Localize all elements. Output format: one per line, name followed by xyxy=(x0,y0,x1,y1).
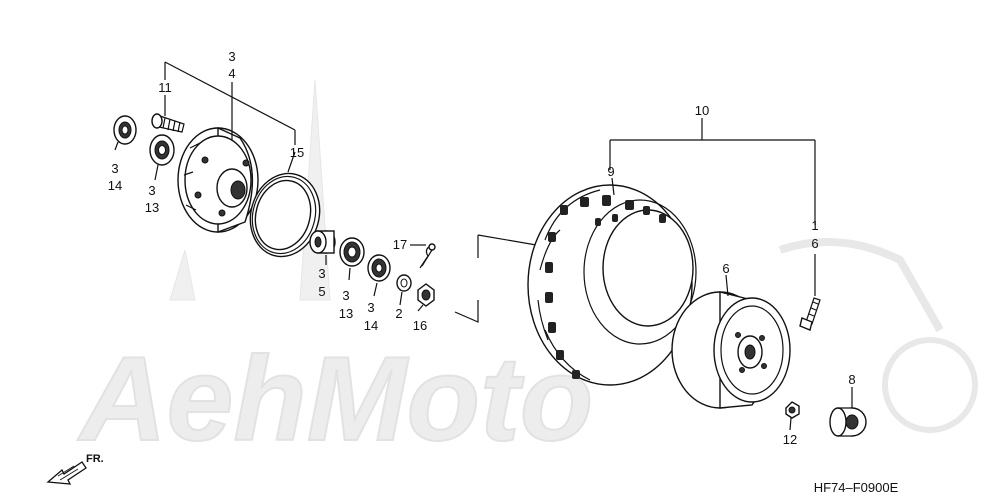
part-castle-nut-16 xyxy=(417,283,435,307)
part-tire-9 xyxy=(527,184,697,386)
callout-8: 8 xyxy=(848,372,855,387)
watermark-text: AehMoto xyxy=(77,332,593,466)
callout-16: 16 xyxy=(413,318,427,333)
leader-group-3-4 xyxy=(164,61,296,131)
callout-10: 10 xyxy=(695,103,709,118)
part-collar-5 xyxy=(309,230,336,254)
callout-3-c: 3 xyxy=(367,300,374,315)
callout-6-wheel: 6 xyxy=(722,261,729,276)
front-direction-arrow: FR. xyxy=(46,453,104,485)
part-bolt-11 xyxy=(151,113,185,133)
callout-13-left: 13 xyxy=(145,200,159,215)
callout-12: 12 xyxy=(783,432,797,447)
callout-3-left-b: 3 xyxy=(148,183,155,198)
part-bearing-left-outer xyxy=(113,115,137,145)
part-bearing-13 xyxy=(339,237,365,267)
callout-13-b: 13 xyxy=(339,306,353,321)
callout-14-b: 14 xyxy=(364,318,378,333)
part-seal-15 xyxy=(249,172,321,258)
callout-3-top: 3 xyxy=(228,49,235,64)
part-stud-1 xyxy=(799,297,821,331)
part-bearing-left-inner xyxy=(149,134,175,166)
part-nut-12 xyxy=(785,401,800,419)
callout-3-left-a: 3 xyxy=(111,161,118,176)
direction-label: FR. xyxy=(86,453,104,465)
part-cap-8 xyxy=(829,407,867,437)
callout-2: 2 xyxy=(395,306,402,321)
callout-14-left: 14 xyxy=(108,178,122,193)
part-wheel-rim-6 xyxy=(671,291,791,409)
callout-6-right: 6 xyxy=(811,236,818,251)
axle-line xyxy=(454,234,543,323)
leader-lines xyxy=(114,95,853,431)
callout-4-top: 4 xyxy=(228,66,235,81)
callout-1: 1 xyxy=(811,218,818,233)
callout-5: 5 xyxy=(318,284,325,299)
watermark: AehMoto xyxy=(76,79,978,467)
part-washer-2 xyxy=(396,274,412,292)
part-cotter-pin-17 xyxy=(419,243,436,269)
part-seal-14 xyxy=(367,254,391,282)
callout-labels: 3 4 11 15 3 14 3 13 17 3 5 3 13 3 14 2 1… xyxy=(108,49,856,447)
callout-15: 15 xyxy=(290,145,304,160)
drawing-code: HF74–F0900E xyxy=(814,480,899,495)
callout-11: 11 xyxy=(158,80,172,95)
callout-3-a: 3 xyxy=(318,266,325,281)
callout-3-b: 3 xyxy=(342,288,349,303)
part-brake-drum xyxy=(177,126,259,234)
leader-group-10 xyxy=(609,118,816,225)
callout-9: 9 xyxy=(607,164,614,179)
callout-17: 17 xyxy=(393,237,407,252)
